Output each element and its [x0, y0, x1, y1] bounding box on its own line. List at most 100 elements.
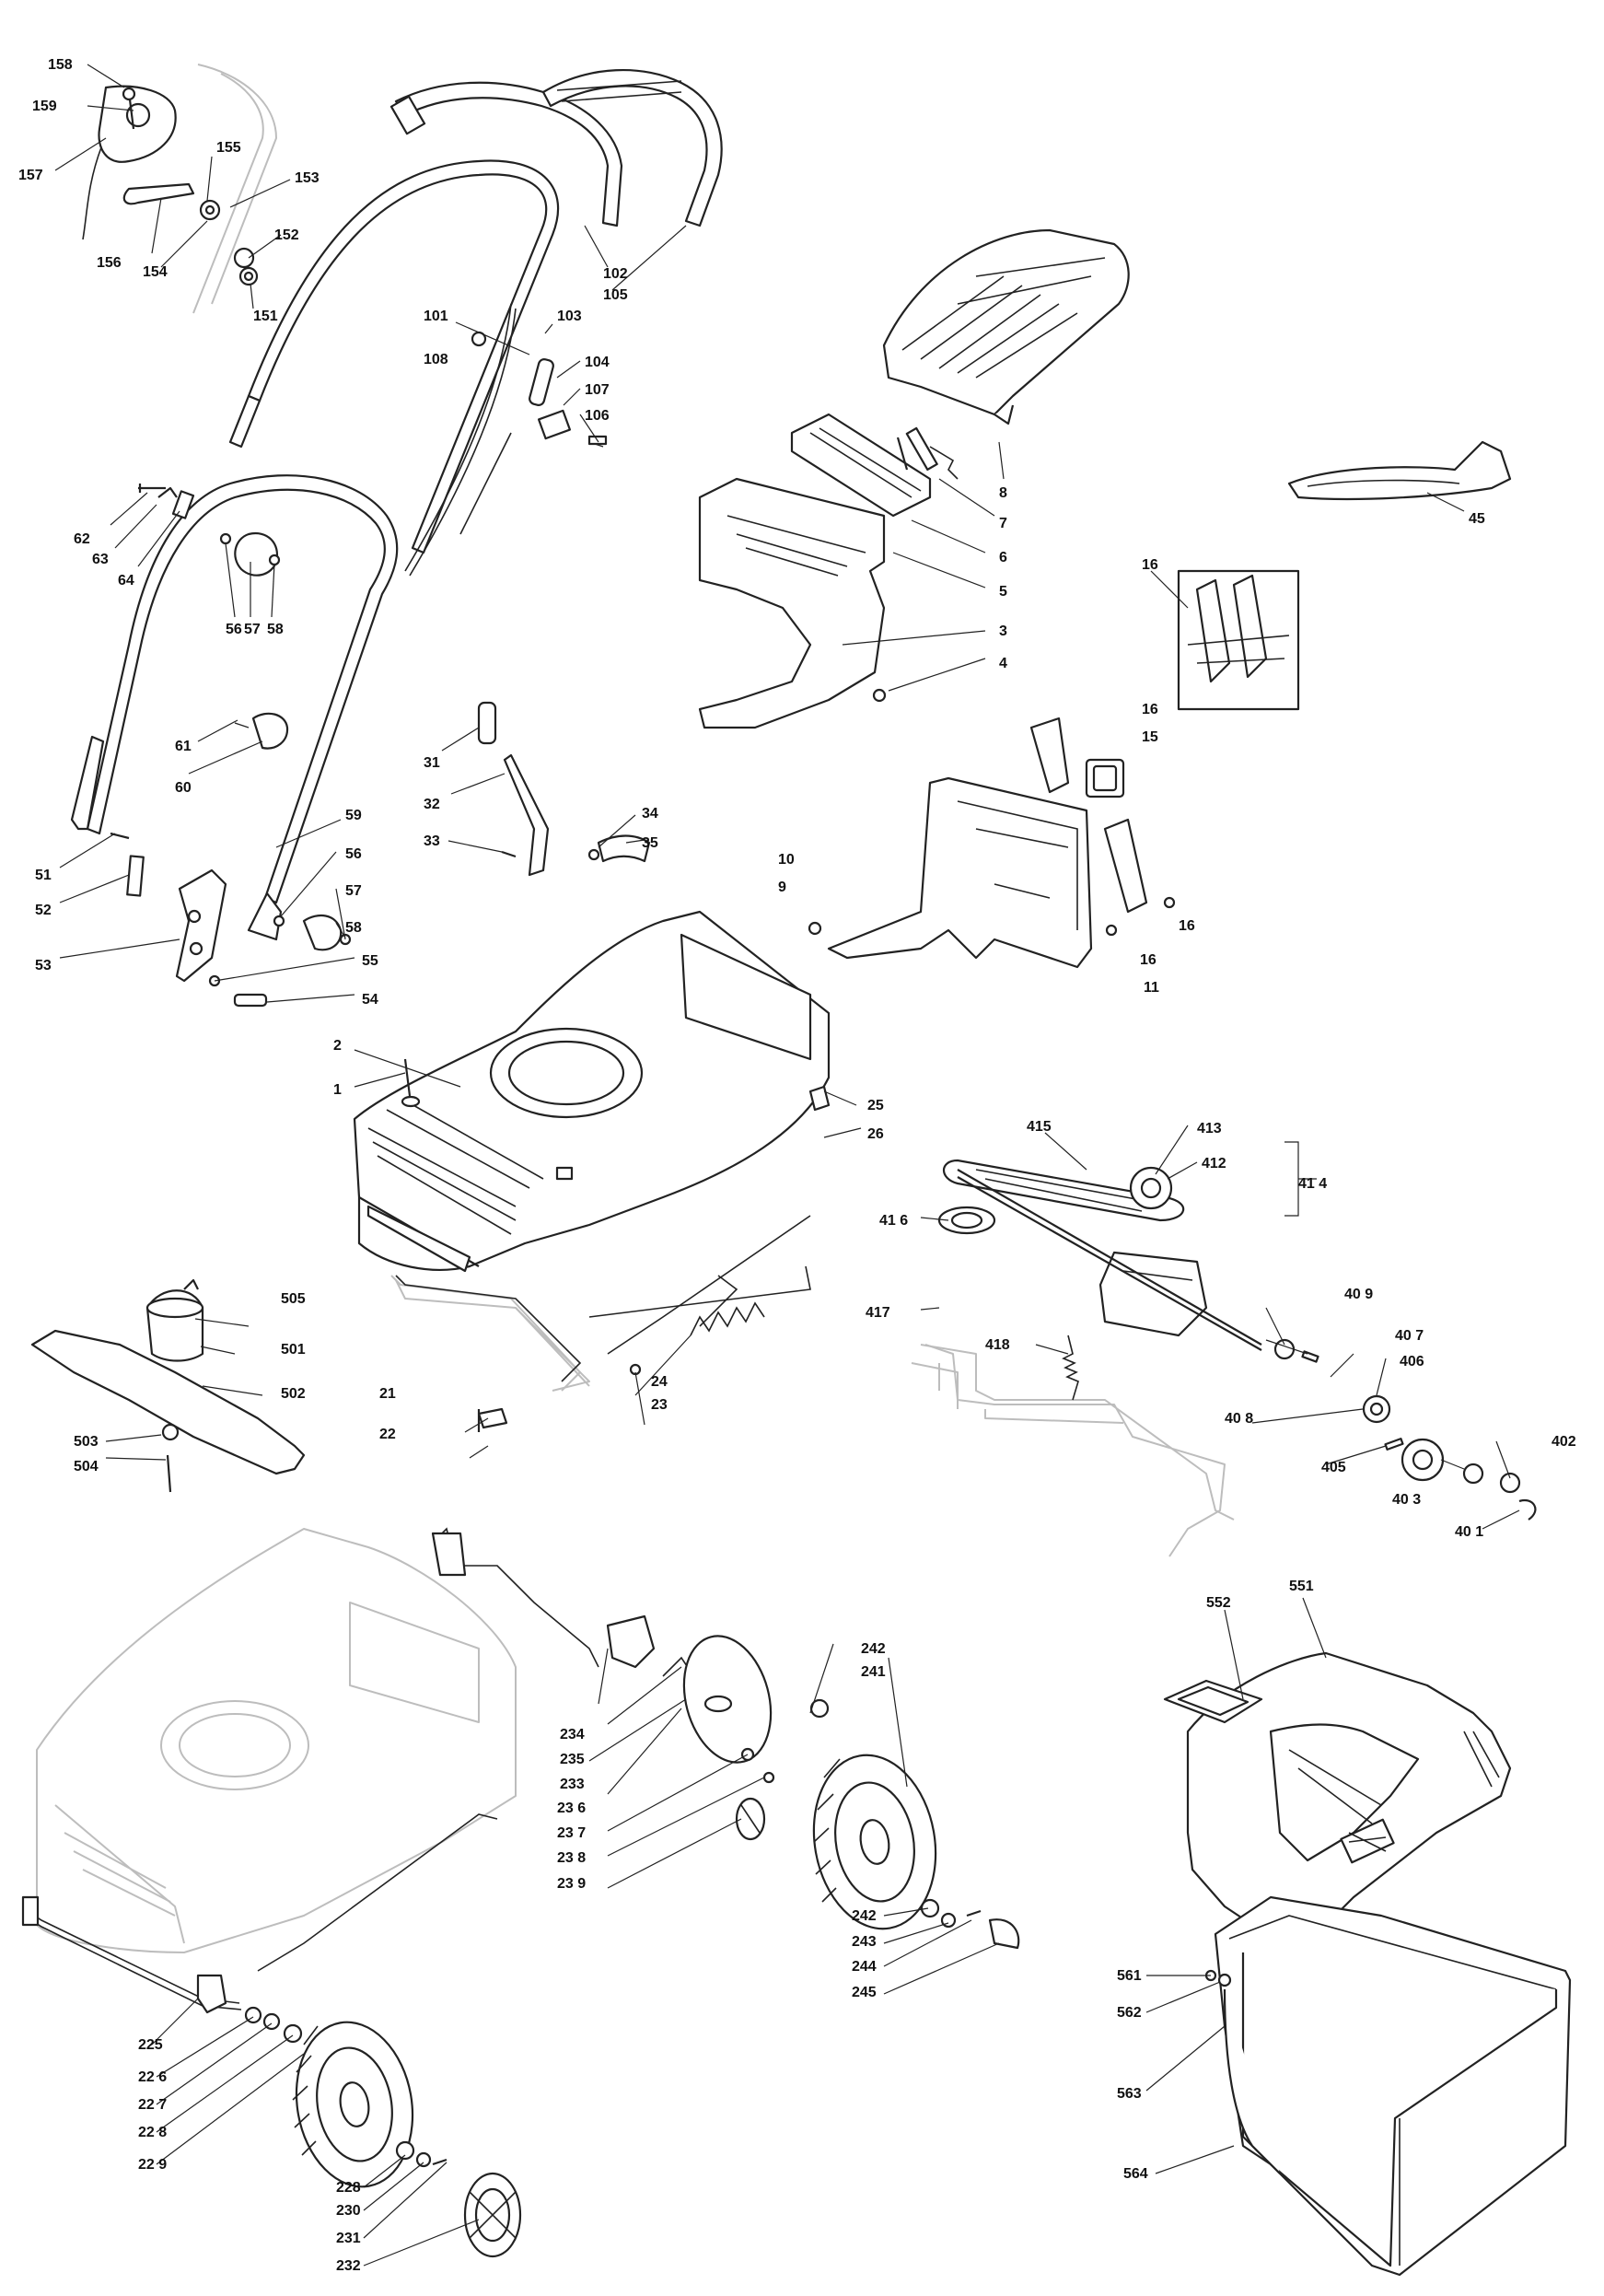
label-242-top: 242 — [861, 1641, 886, 1657]
label-35: 35 — [642, 835, 658, 851]
height-spring-24 — [690, 1301, 765, 1336]
label-228b: 22 8 — [138, 2125, 167, 2140]
label-16-inset: 16 — [1142, 557, 1158, 573]
label-15: 15 — [1142, 729, 1158, 745]
label-564: 564 — [1123, 2166, 1148, 2182]
ghost-mower-deck — [36, 1279, 1235, 1953]
label-409: 40 9 — [1344, 1287, 1373, 1302]
label-237: 23 7 — [557, 1825, 586, 1841]
label-407: 40 7 — [1395, 1328, 1424, 1344]
label-102: 102 — [603, 266, 628, 282]
label-414: 41 4 — [1298, 1176, 1327, 1192]
label-11: 11 — [1144, 980, 1159, 996]
label-54: 54 — [362, 992, 378, 1008]
label-408: 40 8 — [1225, 1411, 1253, 1427]
label-6: 6 — [999, 550, 1007, 565]
handle-bracket — [110, 832, 352, 1008]
latch-assembly — [790, 413, 959, 518]
label-230: 230 — [336, 2203, 361, 2219]
label-151: 151 — [253, 309, 278, 324]
label-232: 232 — [336, 2258, 361, 2274]
deck-linkage-rods — [395, 1215, 811, 1432]
label-403: 40 3 — [1392, 1492, 1421, 1508]
label-405: 405 — [1321, 1460, 1346, 1475]
label-60: 60 — [175, 780, 192, 796]
label-561: 561 — [1117, 1968, 1142, 1984]
label-235: 235 — [560, 1752, 585, 1767]
label-32: 32 — [424, 797, 440, 812]
label-228: 228 — [336, 2180, 361, 2196]
front-axle — [21, 1895, 242, 2014]
height-lever-knob-top — [82, 85, 259, 286]
label-245: 245 — [852, 1985, 877, 2000]
label-16-bottom: 16 — [1140, 952, 1157, 968]
rear-guard — [698, 477, 887, 729]
handle-side-parts — [138, 484, 289, 750]
label-64: 64 — [118, 573, 134, 589]
catcher-flap-552 — [1163, 1679, 1263, 1724]
label-31: 31 — [424, 755, 440, 771]
label-416: 41 6 — [879, 1213, 908, 1229]
label-7: 7 — [999, 516, 1007, 531]
label-415: 415 — [1027, 1119, 1052, 1135]
label-23: 23 — [651, 1397, 668, 1413]
label-58-lower: 58 — [345, 920, 362, 936]
label-8: 8 — [999, 485, 1007, 501]
ghost-handle-outline — [192, 64, 277, 314]
label-16-mid: 16 — [1179, 918, 1195, 934]
label-2: 2 — [333, 1038, 342, 1054]
label-243: 243 — [852, 1934, 877, 1950]
label-33: 33 — [424, 833, 440, 849]
label-63: 63 — [92, 552, 109, 567]
cutting-blade — [30, 1278, 306, 1493]
label-239: 23 9 — [557, 1876, 586, 1892]
label-24: 24 — [651, 1374, 668, 1390]
mower-deck — [353, 910, 831, 1273]
label-25: 25 — [867, 1098, 884, 1113]
label-154: 154 — [143, 264, 168, 280]
label-106: 106 — [585, 408, 610, 424]
label-34: 34 — [642, 806, 658, 822]
label-412: 412 — [1202, 1156, 1226, 1171]
label-9: 9 — [778, 880, 786, 895]
label-418: 418 — [985, 1337, 1010, 1353]
label-55: 55 — [362, 953, 378, 969]
handle-grip-bar — [389, 68, 723, 227]
rear-hinge-parts — [1029, 717, 1176, 937]
rear-axle-lower — [257, 1527, 701, 1972]
rear-chute-frame — [808, 776, 1093, 969]
label-16-top: 16 — [1142, 702, 1158, 717]
drive-belt-gearbox — [937, 1159, 1319, 1363]
label-3: 3 — [999, 624, 1007, 639]
label-417: 417 — [866, 1305, 890, 1321]
label-51: 51 — [35, 868, 52, 883]
label-402: 402 — [1552, 1434, 1576, 1450]
label-157: 157 — [18, 168, 43, 183]
label-242-bottom: 242 — [852, 1908, 877, 1924]
label-225: 225 — [138, 2037, 163, 2053]
catcher-lid-cover — [882, 228, 1130, 425]
label-551: 551 — [1289, 1579, 1314, 1594]
label-502: 502 — [281, 1386, 306, 1402]
label-152: 152 — [274, 227, 299, 243]
label-158: 158 — [48, 57, 73, 73]
label-153: 153 — [295, 170, 320, 186]
catcher-bag — [1204, 1895, 1572, 2277]
label-62: 62 — [74, 531, 90, 547]
label-45: 45 — [1469, 511, 1485, 527]
label-406: 406 — [1400, 1354, 1424, 1369]
label-57-lower: 57 — [345, 883, 362, 899]
label-104: 104 — [585, 355, 610, 370]
front-wheel — [244, 2006, 522, 2258]
ghost-rear-link — [390, 1275, 590, 1392]
label-22: 22 — [379, 1427, 396, 1442]
label-4: 4 — [999, 656, 1007, 671]
label-505: 505 — [281, 1291, 306, 1307]
label-156: 156 — [97, 255, 122, 271]
label-227: 22 7 — [138, 2097, 167, 2113]
label-103: 103 — [557, 309, 582, 324]
leader-lines — [54, 64, 1520, 2267]
label-503: 503 — [74, 1434, 99, 1450]
label-504: 504 — [74, 1459, 99, 1474]
